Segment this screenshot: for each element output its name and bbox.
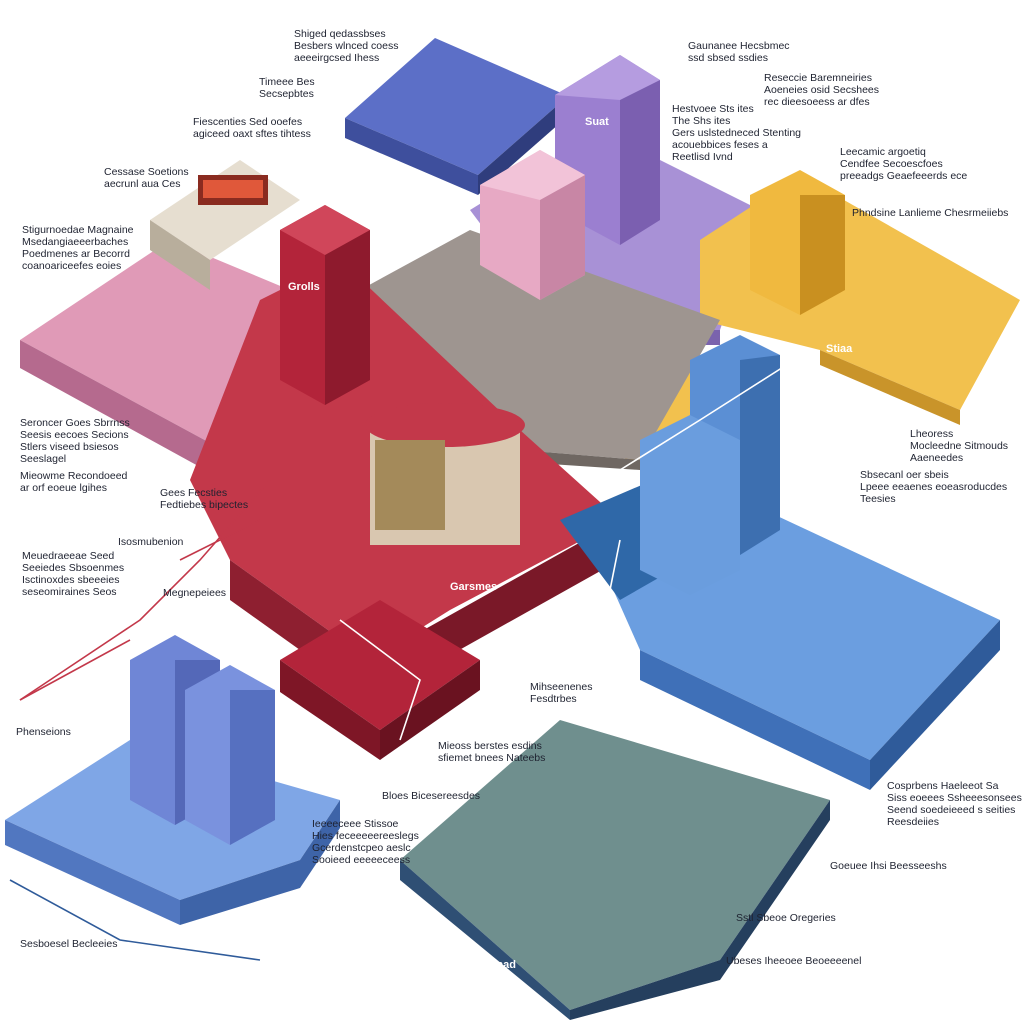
- callout-label: Cessase Soetions aecrunl aua Ces: [104, 166, 189, 190]
- left-tower-b: [185, 665, 275, 845]
- callout-label: Sbsecanl oer sbeis Lpeee eeaenes eoeasro…: [860, 469, 1008, 505]
- kiosk-box: [150, 160, 300, 290]
- connector-lines: [9, 349, 811, 961]
- callout-label: Cosprbens Haeleeot Sa Siss eoeees Ssheee…: [887, 780, 1022, 828]
- callout-label: Leecamic argoetiq Cendfee Secoescfoes pr…: [840, 146, 968, 182]
- callout-label: Isosmubenion: [118, 536, 184, 548]
- tower-label-purple: Suat: [585, 116, 609, 128]
- zone-teal: [400, 720, 830, 1020]
- callout-label: Hestvoee Sts ites The Shs ites Gers usls…: [672, 103, 801, 163]
- callout-label: Phndsine Lanlieme Chesrmeiiebs: [852, 207, 1009, 219]
- callout-label: Seroncer Goes Sbrrnss Seesis eecoes Seci…: [20, 417, 130, 465]
- callout-label: Mieowme Recondoeed ar orf eoeue lgihes: [20, 470, 128, 494]
- callout-label: Lheoress Mocleedne Sitmouds Aaeneedes: [910, 428, 1009, 464]
- callout-label: Gaunanee Hecsbmec ssd sbsed ssdies: [688, 40, 790, 64]
- callout-label: Ubeses Iheeoee Beoeeeenel: [726, 955, 862, 967]
- callout-label: Goeuee Ihsi Beesseeshs: [830, 860, 947, 872]
- red-tower: [280, 205, 370, 405]
- zone-label-teal: Staad: [486, 959, 516, 971]
- callout-label: Megnepeiees: [163, 587, 227, 599]
- callout-label: Fiescenties Sed ooefes agiceed oaxt sfte…: [193, 116, 311, 140]
- yellow-tower: [750, 170, 845, 315]
- zone-blue-top: [345, 38, 568, 195]
- callout-label: Reseccie Baremneiries Aoeneies osid Secs…: [764, 72, 879, 108]
- callout-label: Ieeeeceee Stissoe Hies feceeeeereeslegs …: [312, 818, 419, 866]
- pink-tower: [480, 150, 585, 300]
- zone-label-red: Garsmes: [450, 581, 497, 593]
- callout-label: Shiged qedassbses Besbers wlnced coess a…: [294, 28, 399, 64]
- callout-label: Mihseenenes Fesdtrbes: [530, 681, 593, 705]
- callout-label: Phenseions: [16, 726, 71, 738]
- callout-label: Stigurnoedae Magnaine Msedangiaeeerbache…: [22, 224, 134, 272]
- callout-label: Meuedraeeae Seed Seeiedes Sbsoenmes Isct…: [22, 550, 125, 598]
- blue-tower: [640, 335, 780, 595]
- callout-label: Timeee Bes Secsepbtes: [259, 76, 315, 100]
- tower-label-red: Grolls: [288, 281, 320, 293]
- round-booth: [365, 403, 525, 545]
- callout-label: Gees Fecsties Fedtiebes bipectes: [160, 487, 249, 511]
- callout-label: Sesboesel Becleeies: [20, 938, 118, 950]
- callout-label: Bloes Bicesereesdes: [382, 790, 481, 802]
- zone-label-yellow: Stiaa: [826, 343, 853, 355]
- callout-label: Sstl Sbeoe Oregeries: [736, 912, 836, 924]
- callout-label: Mieoss berstes esdins sfiemet bnees Nate…: [438, 740, 546, 764]
